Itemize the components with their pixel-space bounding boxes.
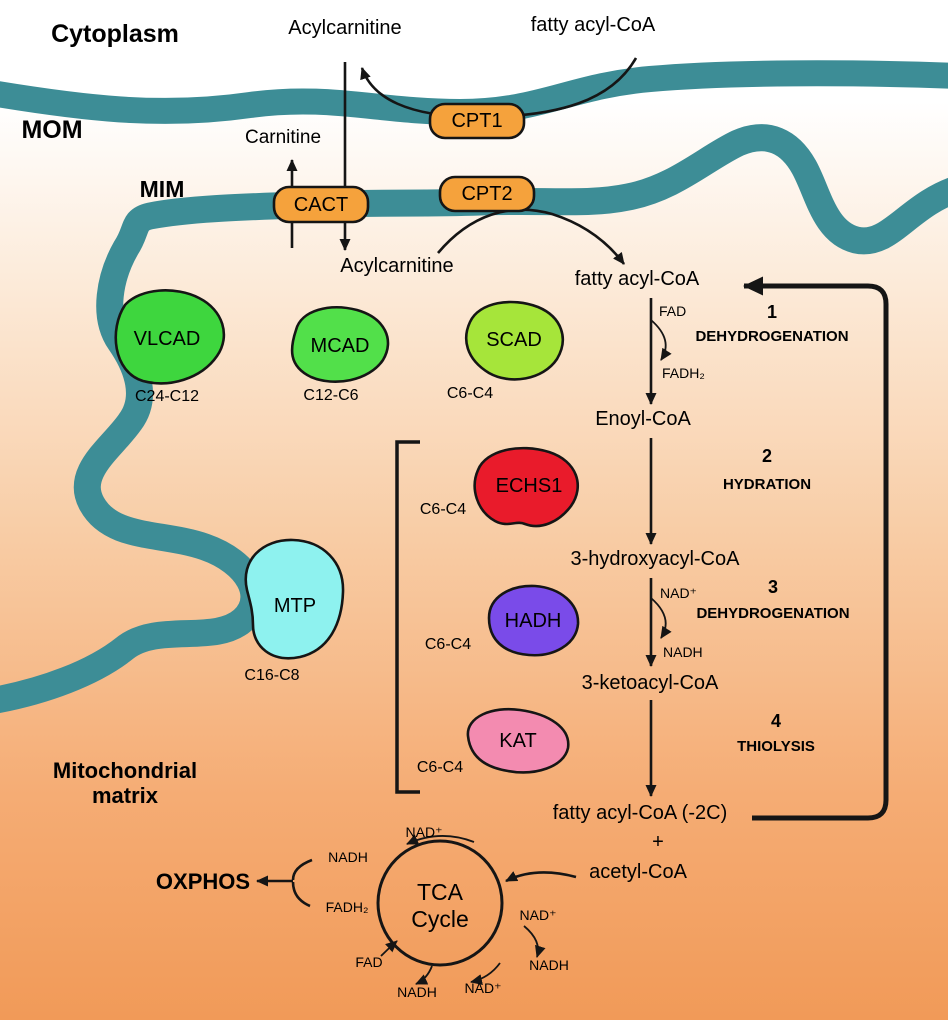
echs1-range: C6-C4 <box>420 501 466 518</box>
enzyme-kat: KAT C6-C4 <box>417 707 570 776</box>
kat-label: KAT <box>499 730 536 752</box>
cpt1-label: CPT1 <box>451 110 502 132</box>
mtp-enzyme-bracket <box>395 440 420 794</box>
tca-title-line1: TCA <box>417 879 464 905</box>
label-carnitine: Carnitine <box>245 127 321 148</box>
tca-cofactor-fad: FAD <box>355 954 382 970</box>
cact-box <box>272 185 370 224</box>
oxphos-brace-nadh-line <box>291 858 313 881</box>
hadh-range: C6-C4 <box>425 636 471 653</box>
step2-name: HYDRATION <box>723 476 811 493</box>
enzyme-echs1: ECHS1 C6-C4 <box>420 446 580 528</box>
label-fatty-acyl-coa-minus-2c: fatty acyl-CoA (-2C) <box>553 802 727 824</box>
cact-label: CACT <box>294 194 348 216</box>
step1-number: 1 <box>767 302 777 322</box>
mcad-blob <box>290 306 390 384</box>
step4-name: THIOLYSIS <box>737 738 815 755</box>
arrow-acetyl-coa-to-tca <box>505 871 577 883</box>
label-matrix-line1: Mitochondrial <box>53 758 197 783</box>
tca-cofactor-right-nad: NAD⁺ <box>520 907 557 923</box>
vlcad-blob <box>114 289 226 385</box>
tca-cofactor-left-nadh: NADH <box>328 849 368 865</box>
arrow-spiral-recycle <box>743 276 889 821</box>
step4-number: 4 <box>771 711 781 731</box>
tca-arrow-fad-in <box>380 940 398 957</box>
tca-arrow-bottom-right <box>470 962 501 985</box>
hadh-blob <box>487 584 580 657</box>
label-acetyl-coa: acetyl-CoA <box>589 861 687 883</box>
tca-cycle-circle <box>376 839 504 967</box>
scad-blob <box>464 300 565 381</box>
scad-label: SCAD <box>486 329 542 351</box>
label-acylcarnitine-cytoplasm: Acylcarnitine <box>288 17 401 39</box>
mtp-range: C16-C8 <box>244 667 299 684</box>
label-cytoplasm: Cytoplasm <box>51 20 179 48</box>
label-oxphos: OXPHOS <box>156 869 250 894</box>
tca-cofactor-left-fadh2: FADH₂ <box>326 899 369 915</box>
cofactor-fad: FAD <box>659 303 686 319</box>
kat-range: C6-C4 <box>417 759 463 776</box>
step1-name: DEHYDROGENATION <box>695 328 848 345</box>
echs1-label: ECHS1 <box>496 475 563 497</box>
tca-cofactor-bottom-nad: NAD⁺ <box>465 980 502 996</box>
mtp-label: MTP <box>274 595 316 617</box>
tca-cofactor-right-nadh: NADH <box>529 957 569 973</box>
tca-arrow-top <box>406 834 475 845</box>
mcad-label: MCAD <box>311 335 370 357</box>
vlcad-range: C24-C12 <box>135 388 199 405</box>
label-matrix-line2: matrix <box>92 783 159 808</box>
cofactor-nad: NAD⁺ <box>660 585 697 601</box>
cofactor-fadh2: FADH₂ <box>662 365 705 381</box>
enzyme-vlcad: VLCAD C24-C12 <box>114 289 226 405</box>
mtp-blob <box>244 538 345 660</box>
arrows <box>256 57 889 985</box>
tca-arrow-bottom-left <box>415 965 433 985</box>
label-3-ketoacyl-coa: 3-ketoacyl-CoA <box>582 672 719 694</box>
step2-number: 2 <box>762 446 772 466</box>
label-mom: MOM <box>21 116 82 144</box>
step3-name: DEHYDROGENATION <box>696 605 849 622</box>
echs1-blob <box>473 446 580 528</box>
tca-cofactor-top-nad: NAD⁺ <box>406 824 443 840</box>
enzyme-mcad: MCAD C12-C6 <box>290 306 390 404</box>
arrow-fad-to-fadh2 <box>650 319 672 361</box>
mcad-range: C12-C6 <box>303 387 358 404</box>
enzyme-scad: SCAD C6-C4 <box>447 300 565 402</box>
label-mim: MIM <box>140 176 185 202</box>
step3-number: 3 <box>768 577 778 597</box>
arrow-cpt2-transfer <box>437 208 626 265</box>
transporter-cact: CACT <box>272 185 370 224</box>
arrow-nad-to-nadh <box>650 597 672 639</box>
tca-cofactor-bottom-nadh: NADH <box>397 984 437 1000</box>
label-plus: + <box>652 831 664 853</box>
cpt1-box <box>428 102 526 140</box>
label-3-hydroxyacyl-coa: 3-hydroxyacyl-CoA <box>571 548 741 570</box>
oxphos-brace-fadh2-line <box>291 881 311 908</box>
cofactor-nadh: NADH <box>663 644 703 660</box>
label-acylcarnitine-matrix: Acylcarnitine <box>340 255 453 277</box>
transporter-cpt2: CPT2 <box>438 175 536 213</box>
label-enoyl-coa: Enoyl-CoA <box>595 408 691 430</box>
tca-title-line2: Cycle <box>411 906 469 932</box>
cpt2-label: CPT2 <box>461 183 512 205</box>
cpt2-box <box>438 175 536 213</box>
transporter-cpt1: CPT1 <box>428 102 526 140</box>
enzyme-hadh: HADH C6-C4 <box>425 584 580 657</box>
tca-arrow-right <box>523 925 546 958</box>
kat-blob <box>466 707 570 774</box>
scad-range: C6-C4 <box>447 385 493 402</box>
hadh-label: HADH <box>505 610 562 632</box>
enzyme-mtp: MTP C16-C8 <box>244 538 345 684</box>
vlcad-label: VLCAD <box>134 328 201 350</box>
label-fatty-acyl-coa-matrix: fatty acyl-CoA <box>575 268 700 290</box>
label-fatty-acyl-coa-cytoplasm: fatty acyl-CoA <box>531 14 656 36</box>
